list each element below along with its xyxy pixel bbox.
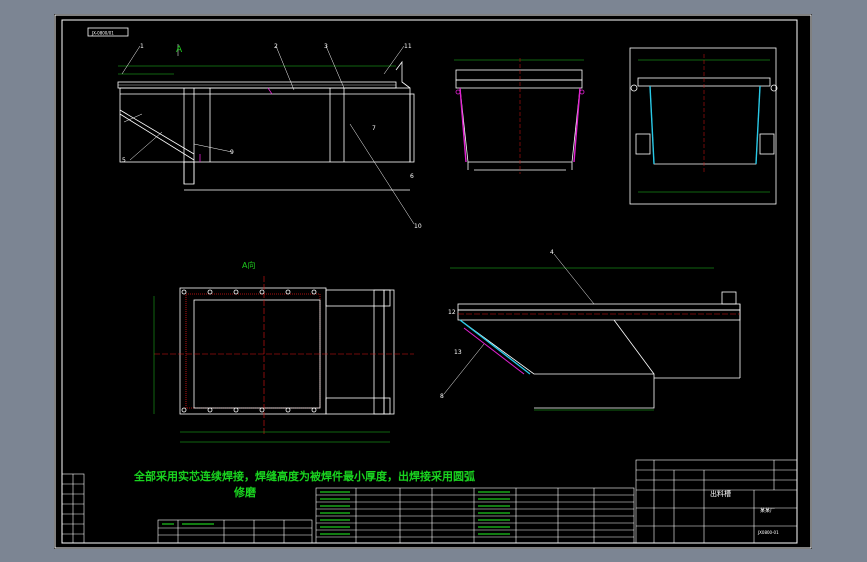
- balloon-6: 6: [410, 173, 414, 180]
- balloon-8: 8: [440, 393, 444, 400]
- side-view-end: [629, 47, 778, 205]
- title-part-name: 出料槽: [710, 489, 731, 498]
- title-block: [635, 459, 798, 544]
- main-elevation-view: [117, 44, 415, 225]
- bom-entries: [162, 491, 510, 535]
- balloon-1: 1: [140, 43, 144, 50]
- code-box-text: JX-0800/01: [91, 31, 114, 36]
- balloon-10: 10: [414, 223, 422, 230]
- left-signature-strip: [61, 473, 85, 544]
- inner-frame: [61, 19, 798, 544]
- code-box: [87, 27, 129, 37]
- technical-note-line1: 全部采用实芯连续焊接，焊缝高度为被焊件最小厚度，出焊接采用圆弧: [134, 470, 475, 483]
- view-a-label: A向: [242, 260, 255, 270]
- balloon-11: 11: [404, 43, 412, 50]
- balloon-13: 13: [454, 349, 462, 356]
- balloon-9: 9: [230, 149, 234, 156]
- balloon-5: 5: [122, 157, 126, 164]
- side-view-front: [454, 58, 585, 174]
- section-marker-a: A: [176, 45, 183, 55]
- balloon-7: 7: [372, 125, 376, 132]
- elevation-view-lower: [443, 253, 741, 411]
- balloon-4: 4: [550, 249, 554, 256]
- view-a-plan: [153, 276, 414, 443]
- title-company: 某某厂: [760, 508, 775, 514]
- balloon-3: 3: [324, 43, 328, 50]
- outer-frame: [54, 14, 812, 549]
- balloon-12: 12: [448, 309, 456, 316]
- bom-table: [157, 487, 635, 544]
- part-balloons: 1 2 3 4 5 6 7 8 9 10 11 12 13: [122, 43, 554, 400]
- drawing-sheet: JX-0800/01: [54, 14, 812, 549]
- cad-drawing: JX-0800/01: [54, 14, 812, 549]
- technical-note-line2: 修磨: [234, 486, 256, 499]
- title-drawing-number: JX0800-01: [757, 530, 779, 535]
- balloon-2: 2: [274, 43, 278, 50]
